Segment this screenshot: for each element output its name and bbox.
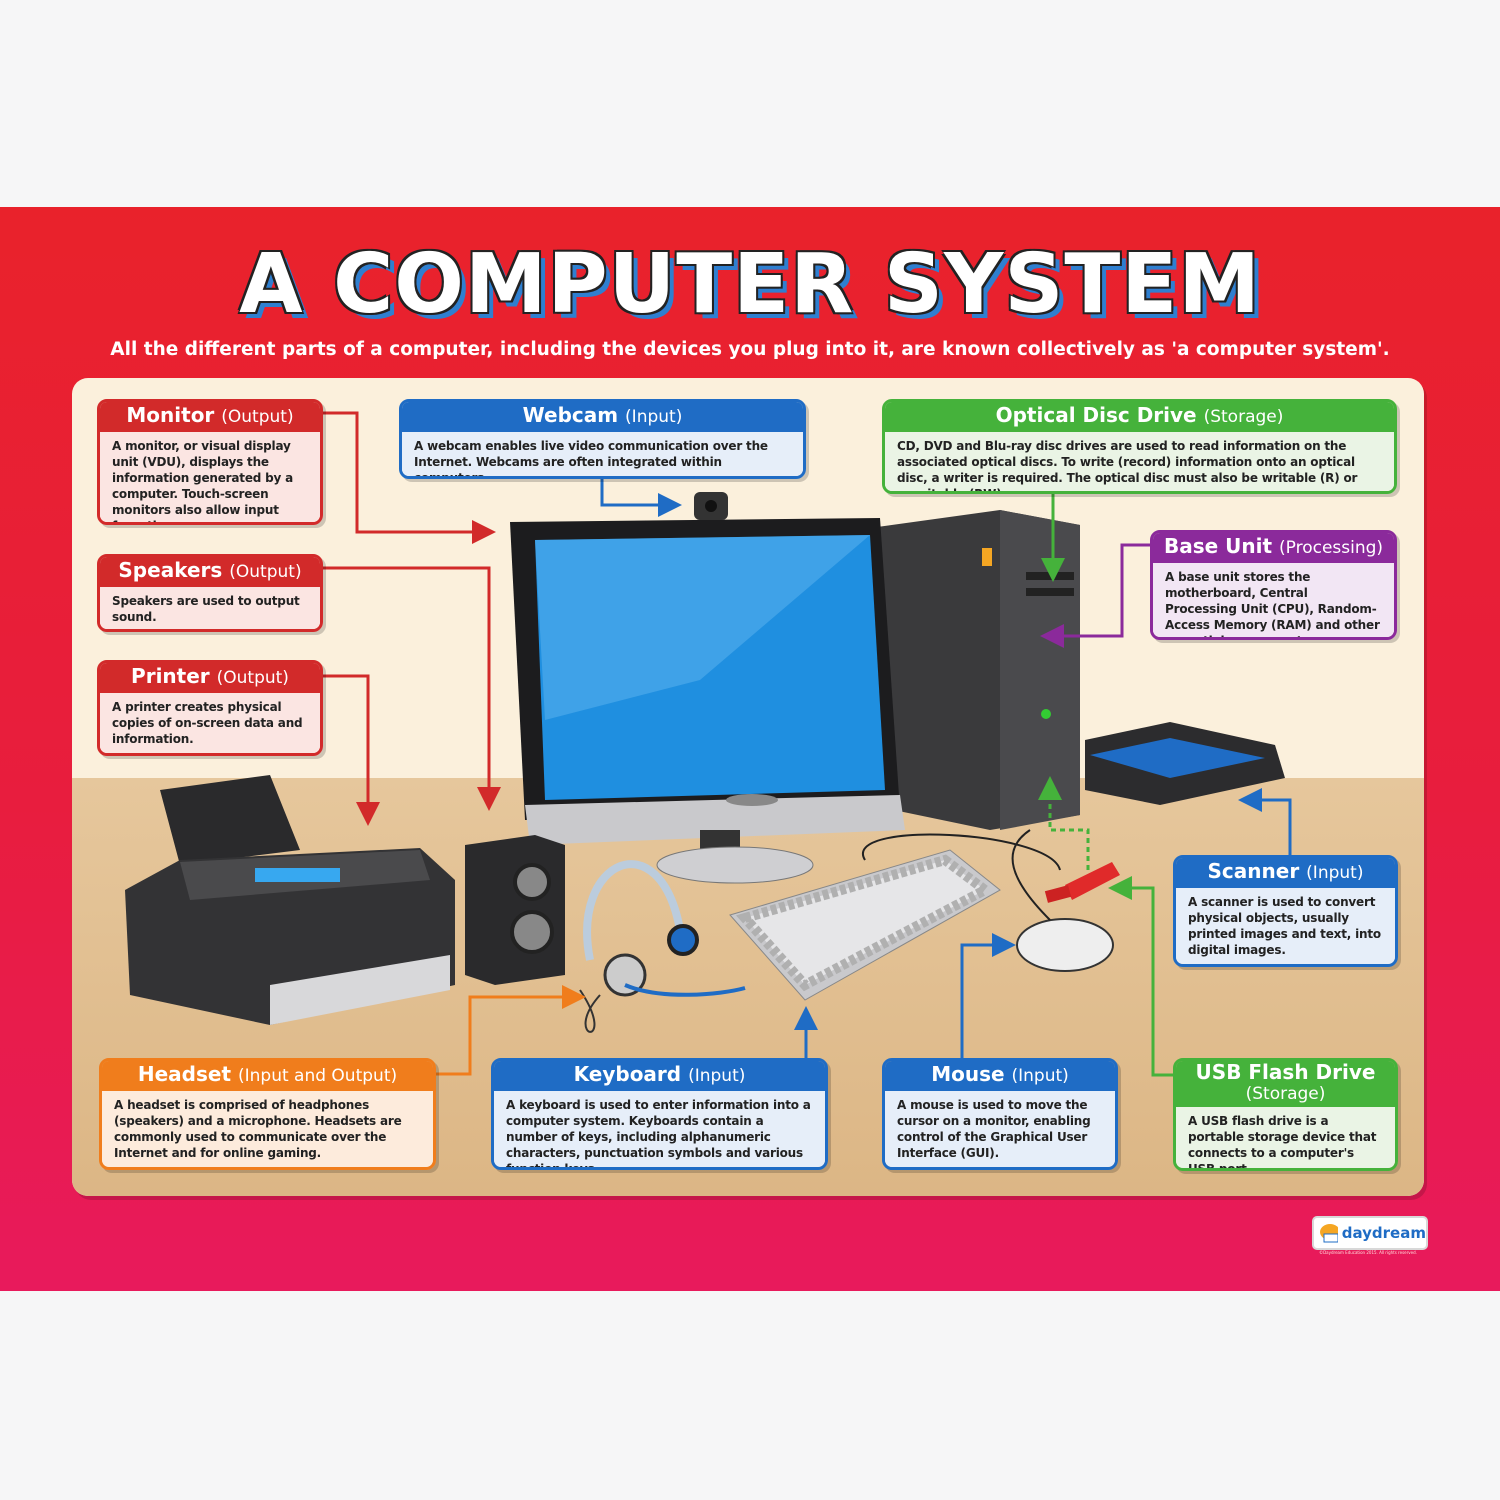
- webcam-type: (Input): [625, 407, 683, 427]
- usb-drive-title: USB Flash Drive: [1195, 1060, 1376, 1084]
- webcam-box: Webcam (Input) A webcam enables live vid…: [399, 399, 806, 479]
- webcam-description: A webcam enables live video communicatio…: [402, 432, 803, 476]
- diagram-panel: Monitor (Output) A monitor, or visual di…: [72, 378, 1424, 1196]
- usb-drive-box: USB Flash Drive(Storage) A USB flash dri…: [1173, 1058, 1398, 1171]
- usb-drive-description: A USB flash drive is a portable storage …: [1176, 1107, 1395, 1168]
- keyboard-type: (Input): [688, 1066, 746, 1086]
- headset-title: Headset: [137, 1062, 232, 1086]
- mouse-illustration: [1011, 829, 1114, 972]
- poster-title: A COMPUTER SYSTEM: [239, 237, 1261, 332]
- poster-subtitle: All the different parts of a computer, i…: [110, 339, 1390, 360]
- base-unit-description: A base unit stores the motherboard, Cent…: [1153, 563, 1394, 637]
- base-unit-type: (Processing): [1279, 538, 1384, 558]
- base-unit-title: Base Unit: [1163, 534, 1273, 558]
- poster: A COMPUTER SYSTEM All the different part…: [0, 207, 1500, 1291]
- keyboard-title: Keyboard: [573, 1062, 682, 1086]
- webcam-title: Webcam: [522, 403, 619, 427]
- monitor-description: A monitor, or visual display unit (VDU),…: [100, 432, 320, 522]
- monitor-box: Monitor (Output) A monitor, or visual di…: [97, 399, 323, 525]
- usb-drive-type: (Storage): [1245, 1084, 1326, 1104]
- arrow-speakers: [323, 566, 501, 811]
- speakers-title: Speakers: [118, 558, 223, 582]
- logo-text: daydream: [1341, 1224, 1426, 1242]
- keyboard-box: Keyboard (Input) A keyboard is used to e…: [491, 1058, 828, 1170]
- printer-description: A printer creates physical copies of on-…: [100, 693, 320, 753]
- headset-type: (Input and Output): [237, 1066, 398, 1086]
- speech-bubble-icon: [1320, 1224, 1338, 1243]
- keyboard-illustration: [729, 833, 1061, 1001]
- mouse-description: A mouse is used to move the cursor on a …: [885, 1091, 1115, 1167]
- optical-drive-title: Optical Disc Drive: [995, 403, 1197, 427]
- keyboard-description: A keyboard is used to enter information …: [494, 1091, 825, 1167]
- arrow-base-unit: [1040, 543, 1150, 648]
- headset-box: Headset (Input and Output) A headset is …: [99, 1058, 436, 1170]
- arrow-scanner: [1238, 788, 1292, 855]
- speakers-type: (Output): [229, 562, 302, 582]
- speakers-box: Speakers (Output) Speakers are used to o…: [97, 554, 323, 632]
- webcam-illustration: [694, 492, 728, 520]
- arrow-printer: [323, 674, 380, 826]
- scanner-description: A scanner is used to convert physical ob…: [1176, 888, 1395, 964]
- usb-illustration: [1044, 862, 1120, 903]
- arrow-usb: [1108, 876, 1173, 1077]
- base-unit-box: Base Unit (Processing) A base unit store…: [1150, 530, 1397, 640]
- monitor-illustration: [510, 518, 905, 884]
- illustration: [125, 411, 1292, 1077]
- scanner-illustration: [1085, 722, 1285, 805]
- mouse-title: Mouse: [931, 1062, 1005, 1086]
- headset-illustration: [579, 860, 746, 1033]
- printer-illustration: [125, 775, 455, 1025]
- arrow-monitor: [323, 411, 496, 544]
- arrow-webcam: [600, 479, 682, 517]
- optical-drive-type: (Storage): [1203, 407, 1284, 427]
- scanner-box: Scanner (Input) A scanner is used to con…: [1173, 855, 1398, 967]
- scanner-title: Scanner: [1207, 859, 1300, 883]
- optical-drive-description: CD, DVD and Blu-ray disc drives are used…: [885, 432, 1394, 491]
- printer-box: Printer (Output) A printer creates physi…: [97, 660, 323, 756]
- mouse-box: Mouse (Input) A mouse is used to move th…: [882, 1058, 1118, 1170]
- speakers-description: Speakers are used to output sound.: [100, 587, 320, 629]
- monitor-title: Monitor: [126, 403, 215, 427]
- optical-drive-box: Optical Disc Drive (Storage) CD, DVD and…: [882, 399, 1397, 494]
- headset-description: A headset is comprised of headphones (sp…: [102, 1091, 433, 1167]
- arrow-usb-port: [1038, 776, 1090, 870]
- scanner-type: (Input): [1306, 863, 1364, 883]
- speaker-illustration: [465, 835, 565, 985]
- printer-title: Printer: [131, 664, 210, 688]
- daydream-logo: daydream: [1312, 1216, 1428, 1250]
- mouse-type: (Input): [1011, 1066, 1069, 1086]
- arrow-headset: [436, 985, 586, 1076]
- copyright: ©Daydream Education 2015. All rights res…: [1319, 1250, 1417, 1255]
- printer-type: (Output): [216, 668, 289, 688]
- base-unit-illustration: [870, 510, 1080, 830]
- arrow-mouse: [960, 933, 1016, 1058]
- monitor-type: (Output): [221, 407, 294, 427]
